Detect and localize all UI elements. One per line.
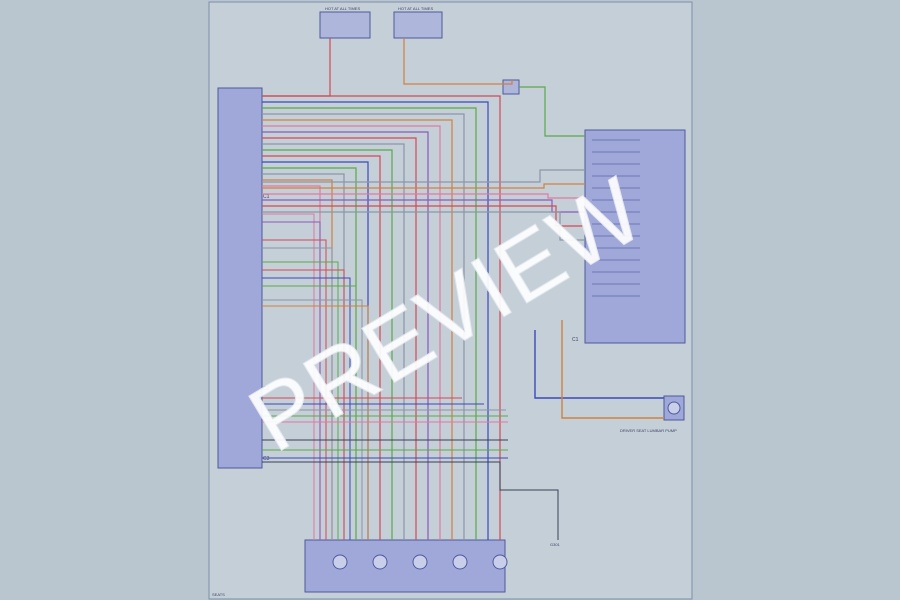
fuse-left-heading: HOT AT ALL TIMES (325, 6, 360, 11)
wire (519, 86, 585, 137)
relay-block (502, 79, 520, 95)
wire (262, 107, 477, 540)
wire (262, 461, 559, 540)
motor-label: DRIVER SEAT LUMBAR PUMP (620, 428, 677, 433)
wire (262, 285, 357, 540)
seat-motor-icon (332, 554, 348, 570)
detail-group (332, 554, 508, 570)
wire (262, 205, 585, 227)
wire (262, 213, 315, 540)
wire (262, 277, 351, 540)
wire (262, 143, 405, 540)
fuse-box-left (319, 11, 371, 39)
wire (262, 247, 333, 540)
seat-motor-icon (372, 554, 388, 570)
right-connector-c1: C1 (572, 337, 579, 343)
wire (262, 95, 501, 540)
seat-motor-icon (412, 554, 428, 570)
wire (262, 101, 489, 540)
seat-motor-icon (452, 554, 468, 570)
left-connector-c3: C3 (263, 456, 270, 462)
wire (262, 169, 585, 183)
right-seat-switch (584, 129, 686, 344)
lumbar-pump-motor-icon (667, 401, 681, 415)
wire (262, 221, 321, 540)
wire (262, 137, 417, 540)
wire (561, 320, 664, 419)
seat-motor-icon (492, 554, 508, 570)
wire (403, 38, 513, 85)
wire (262, 211, 585, 241)
left-seat-module (217, 87, 263, 469)
wire (262, 299, 363, 540)
page-number: SEATS (212, 592, 225, 597)
ground-label: G301 (550, 542, 561, 547)
wire (262, 261, 339, 540)
left-connector-c2: C2 (263, 386, 270, 392)
left-connector-c1: C1 (263, 194, 270, 200)
fuse-right-heading: HOT AT ALL TIMES (398, 6, 433, 11)
fuse-box-right (393, 11, 443, 39)
wire (262, 155, 381, 540)
wire-group (262, 38, 664, 540)
wire (262, 183, 585, 189)
wire (534, 330, 664, 399)
wire (262, 119, 453, 540)
wire (262, 193, 585, 199)
wire (262, 125, 441, 540)
wire (262, 113, 465, 540)
